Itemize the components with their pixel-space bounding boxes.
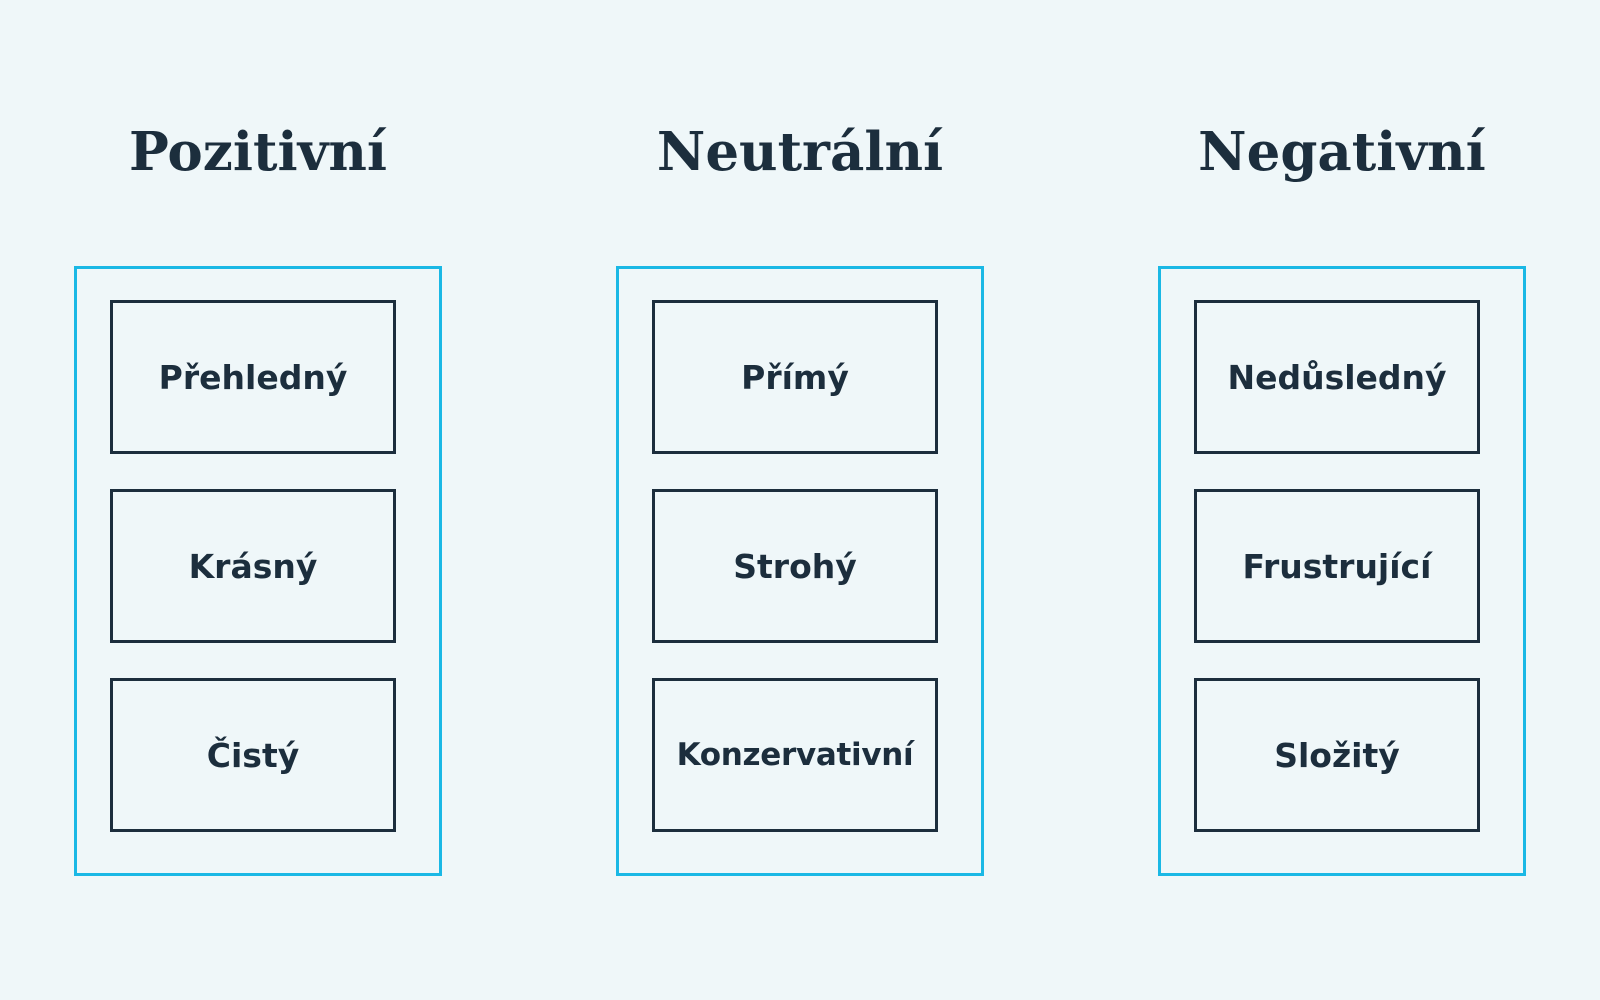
column-frame: [74, 266, 442, 876]
word-label: Přímý: [741, 357, 849, 397]
column-frame: [616, 266, 984, 876]
word-label: Přehledný: [158, 357, 348, 397]
word-card: Strohý: [652, 489, 938, 643]
word-label: Krásný: [188, 546, 318, 586]
word-label: Konzervativní: [676, 737, 914, 773]
word-label: Složitý: [1274, 735, 1400, 775]
column-title: Neutrální: [656, 121, 944, 183]
word-label: Frustrující: [1242, 546, 1432, 586]
word-card: Složitý: [1194, 678, 1480, 832]
column-frame: [1158, 266, 1526, 876]
column-title: Pozitivní: [128, 121, 388, 183]
word-label: Nedůsledný: [1227, 357, 1447, 397]
column-title: Negativní: [1198, 121, 1486, 183]
word-card: Krásný: [110, 489, 396, 643]
word-card: Přímý: [652, 300, 938, 454]
word-label: Čistý: [206, 735, 300, 775]
word-card: Čistý: [110, 678, 396, 832]
word-card: Frustrující: [1194, 489, 1480, 643]
word-label: Strohý: [733, 546, 857, 586]
word-card: Nedůsledný: [1194, 300, 1480, 454]
word-card: Konzervativní: [652, 678, 938, 832]
word-card: Přehledný: [110, 300, 396, 454]
